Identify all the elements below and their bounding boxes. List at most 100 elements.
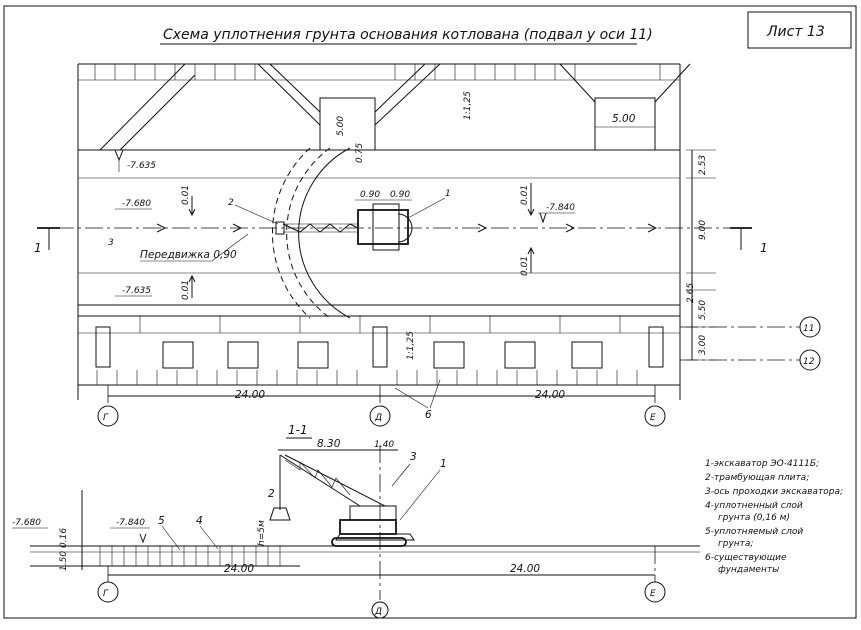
- span-dim-2: 24.00: [535, 389, 565, 401]
- section-level-2: -7.840: [116, 518, 145, 528]
- dim-slope-2: 1:1,25: [406, 331, 416, 360]
- svg-text:0.01: 0.01: [520, 185, 530, 205]
- move-leader: [211, 233, 249, 262]
- dim-h5: h=5м: [257, 520, 267, 546]
- legend-line-5: грунта (0,16 м): [718, 513, 790, 523]
- grid-col-g: Г: [103, 413, 109, 423]
- section-col-e: Е: [650, 589, 656, 599]
- section-view: 1-1 -7.680 -7.840 0.16 1.50 h=5м 5 4: [12, 423, 700, 619]
- dim-900: 9.00: [698, 220, 708, 240]
- leader-6b: [429, 379, 441, 409]
- svg-text:-7.635: -7.635: [122, 286, 151, 296]
- callout-1-plan: 1: [445, 189, 451, 199]
- legend-line-6: 5-уплотняемый слой: [705, 527, 803, 537]
- svg-text:0.01: 0.01: [181, 185, 191, 205]
- section-level-2-arrow: [139, 533, 147, 544]
- dim-090b: 0.90: [390, 190, 410, 200]
- section-mark-left: 1: [34, 227, 60, 255]
- top-hatch: [78, 64, 680, 81]
- svg-text:1: 1: [760, 241, 768, 255]
- dim-pit-w2: 5.00: [612, 113, 636, 125]
- level-mark-3: -7.840: [538, 203, 575, 224]
- dim-140: 1.40: [374, 440, 394, 450]
- foundations: [95, 326, 664, 369]
- grid-row-11: 11: [803, 324, 814, 334]
- callout-2-plan: 2: [228, 198, 234, 208]
- section-title: 1-1: [288, 423, 308, 437]
- section-hatch: [99, 546, 281, 566]
- level-mark-1: -7.635: [114, 149, 156, 172]
- svg-text:0.01: 0.01: [520, 256, 530, 276]
- move-label: Передвижка 0,90: [140, 249, 237, 261]
- leader-5: [161, 525, 181, 551]
- section-mark-right: 1: [730, 227, 768, 255]
- legend-line-4: 4-уплотненный слой: [705, 501, 803, 511]
- svg-text:-7.840: -7.840: [546, 203, 575, 213]
- grid-row-11-bubble: [799, 316, 821, 338]
- dim-265: 2.65: [686, 283, 696, 303]
- slope-arrow-3: 0.01: [520, 246, 535, 276]
- dim-253: 2.53: [698, 155, 708, 175]
- svg-text:0.01: 0.01: [181, 280, 191, 300]
- arc-middle: [286, 147, 331, 319]
- leader-1s: [399, 469, 441, 521]
- excavator-plan: [275, 203, 413, 251]
- legend-line-3: 3-ось проходки экскаватора;: [705, 487, 843, 497]
- leader-6a: [394, 387, 429, 409]
- dim-slope-1: 1:1,25: [463, 91, 473, 120]
- callout-6: 6: [425, 409, 432, 421]
- sheet-border: [3, 5, 857, 619]
- excavator-elevation: [269, 454, 415, 547]
- slope-arrow-2: 0.01: [520, 183, 535, 217]
- grid-col-e: Е: [650, 413, 656, 423]
- section-col-d-bubble: [371, 601, 389, 619]
- section-col-g: Г: [103, 589, 109, 599]
- span-dim-1: 24.00: [235, 389, 265, 401]
- section-level-1: -7.680: [12, 518, 41, 528]
- sheet-label-box: [747, 11, 852, 49]
- legend: 1-экскаватор ЭО-4111Б; 2-трамбующая плит…: [705, 459, 843, 575]
- svg-text:-7.680: -7.680: [122, 199, 151, 209]
- callout-4: 4: [196, 515, 203, 527]
- callout-2-section: 2: [268, 488, 275, 500]
- legend-line-7: грунта;: [718, 539, 753, 549]
- svg-text:1: 1: [34, 241, 42, 255]
- slope-arrow-1: 0.01: [181, 185, 196, 217]
- dim-pit-w1: 5.00: [336, 116, 346, 136]
- dim-300: 3.00: [698, 335, 708, 355]
- legend-line-1: 1-экскаватор ЭО-4111Б;: [705, 459, 819, 469]
- section-col-g-bubble: [97, 581, 119, 603]
- plan-view: 5.00 5.00 1:1,25 0.75 3 1 1: [34, 63, 821, 427]
- dim-550: 5.50: [698, 300, 708, 320]
- grid-row-12-bubble: [799, 349, 821, 371]
- arc-inner: [298, 147, 351, 319]
- section-span-1: 24.00: [224, 563, 254, 575]
- slope-lines: [99, 63, 691, 151]
- grid-col-e-bubble: [644, 405, 666, 427]
- legend-line-9: фундаменты: [718, 565, 779, 575]
- pit-recess-1: [319, 97, 376, 151]
- dim-016: 0.16: [59, 528, 69, 548]
- dim-150: 1.50: [59, 551, 69, 571]
- callout-3-plan: 3: [108, 238, 114, 248]
- section-span-2: 24.00: [510, 563, 540, 575]
- dim-090a: 0.90: [360, 190, 380, 200]
- dim-075: 0.75: [355, 143, 365, 163]
- arc-outer: [271, 147, 311, 319]
- grid-col-d-bubble: [369, 405, 391, 427]
- level-mark-4: -7.635: [115, 286, 152, 297]
- callout-1-section: 1: [440, 458, 447, 470]
- dim-830: 8.30: [317, 438, 341, 450]
- svg-text:-7.635: -7.635: [127, 161, 156, 171]
- legend-line-8: 6-существующие: [705, 553, 787, 563]
- section-col-e-bubble: [644, 581, 666, 603]
- grid-col-d: Д: [374, 413, 382, 423]
- leader-4: [199, 525, 219, 550]
- leader-3s: [391, 463, 411, 487]
- drawing-title: Схема уплотнения грунта основания котлов…: [163, 27, 653, 43]
- legend-line-2: 2-трамбующая плита;: [705, 473, 809, 483]
- travel-arrows: [156, 223, 658, 233]
- slope-arrow-4: 0.01: [181, 274, 196, 300]
